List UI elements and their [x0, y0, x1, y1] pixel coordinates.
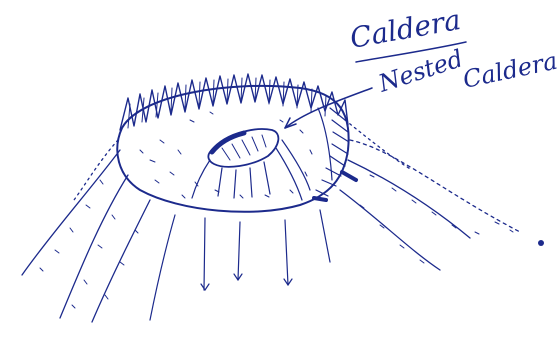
nested-caldera-dark-edge — [212, 133, 244, 152]
caldera-rim — [117, 86, 348, 212]
rim-dark-mark-base — [314, 198, 326, 200]
right-rim-shading — [316, 108, 349, 196]
rim-teeth — [120, 74, 348, 130]
rim-dark-mark-right — [342, 172, 356, 180]
right-flank-stipple — [360, 175, 513, 263]
left-flank-stipple — [40, 180, 138, 308]
nested-caldera-label-line2: Caldera — [460, 47, 558, 94]
front-drainage-lines — [150, 210, 330, 320]
rim-pointer-line — [318, 108, 332, 180]
nested-caldera-label-line1: Nested — [374, 44, 466, 98]
ink-dot — [538, 240, 544, 246]
left-flank — [22, 140, 150, 322]
nested-caldera-walls — [192, 140, 310, 200]
right-flank — [340, 120, 520, 270]
